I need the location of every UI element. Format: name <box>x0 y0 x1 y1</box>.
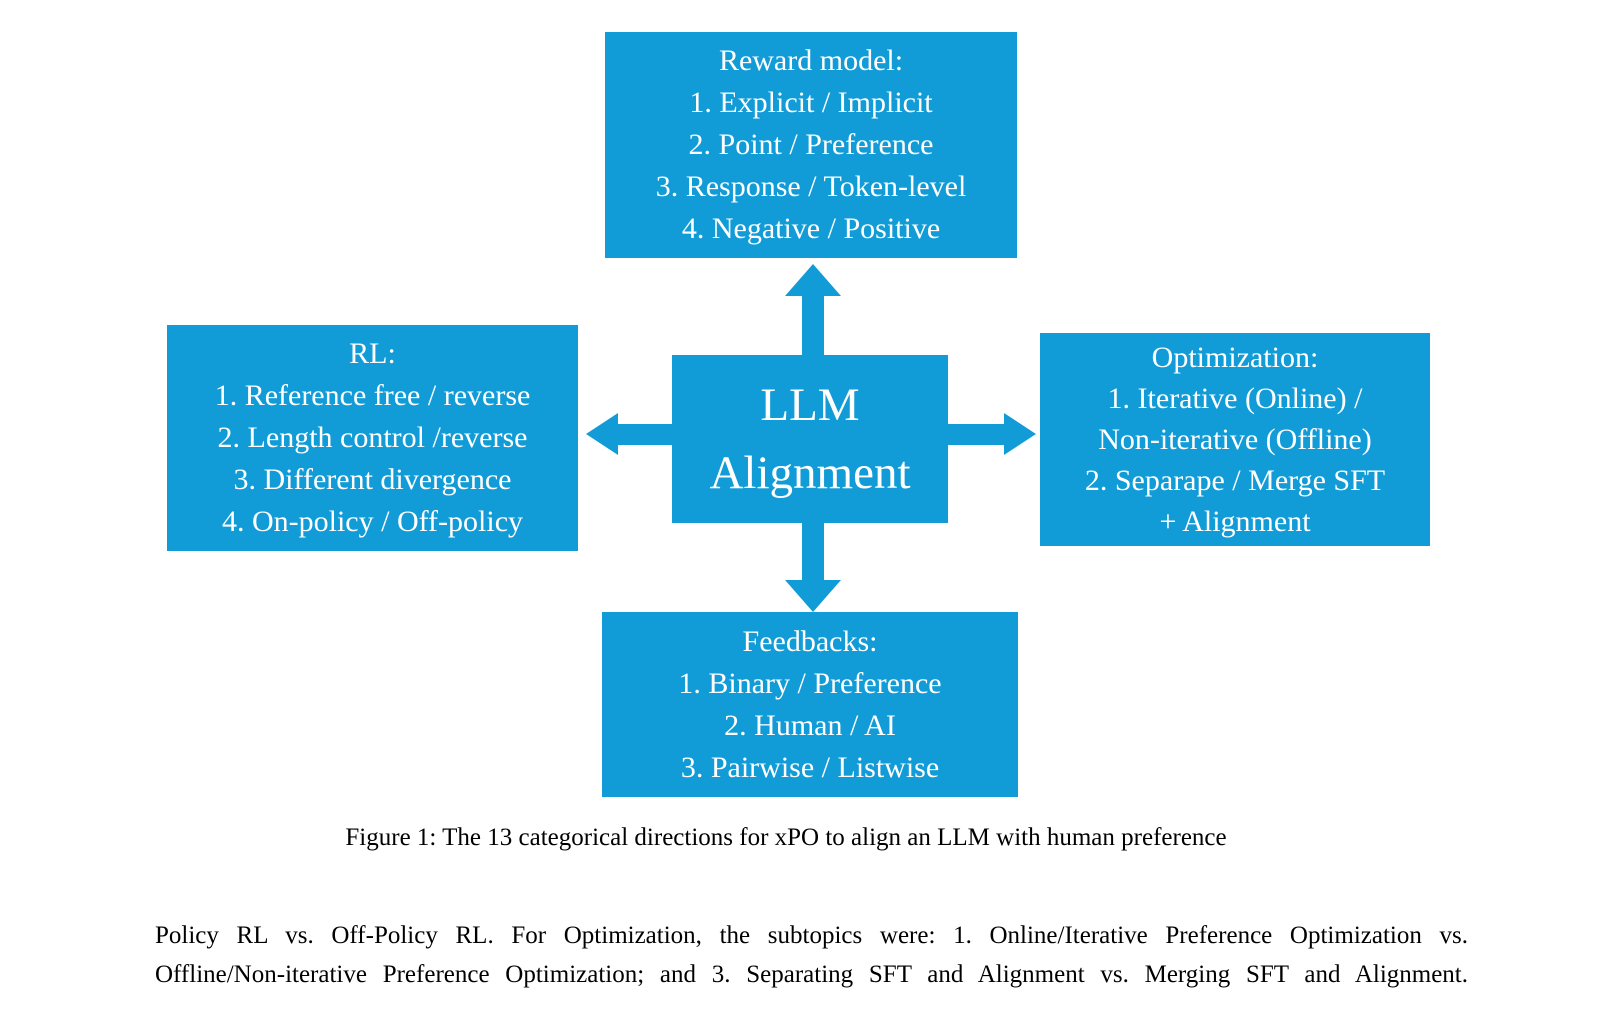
reward-model-item: 4. Negative / Positive <box>681 212 941 245</box>
down-arrow-head-icon <box>785 580 841 612</box>
feedbacks-item: 3. Pairwise / Listwise <box>680 750 940 784</box>
optimization-item: Non-iterative (Offline) <box>1098 423 1372 456</box>
down-arrow <box>802 523 824 581</box>
optimization-item: 2. Separape / Merge SFT <box>1084 464 1386 497</box>
reward-model-title: Reward model: <box>718 44 904 77</box>
up-arrow-head-icon <box>785 264 841 296</box>
reward-model-box: Reward model: 1. Explicit / Implicit 2. … <box>605 32 1017 258</box>
llm-alignment-line: Alignment <box>709 447 911 499</box>
body-paragraph: Policy RL vs. Off-Policy RL. For Optimiz… <box>155 916 1468 994</box>
reward-model-item: 3. Response / Token-level <box>655 170 967 203</box>
rl-item: 4. On-policy / Off-policy <box>221 505 524 538</box>
llm-alignment-line: LLM <box>760 379 860 431</box>
optimization-title: Optimization: <box>1151 341 1319 374</box>
left-arrow-head-icon <box>586 413 618 455</box>
optimization-box: Optimization: 1. Iterative (Online) / No… <box>1040 333 1430 546</box>
rl-box: RL: 1. Reference free / reverse 2. Lengt… <box>167 325 578 551</box>
optimization-item: 1. Iterative (Online) / <box>1107 382 1363 415</box>
body-text-line: Offline/Non-iterative Preference Optimiz… <box>155 961 1468 988</box>
rl-item: 3. Different divergence <box>233 463 512 496</box>
left-arrow <box>618 424 672 445</box>
reward-model-item: 1. Explicit / Implicit <box>689 86 933 119</box>
feedbacks-box: Feedbacks: 1. Binary / Preference 2. Hum… <box>602 612 1018 797</box>
rl-item: 2. Length control /reverse <box>217 421 528 454</box>
right-arrow-head-icon <box>1004 413 1036 455</box>
llm-alignment-box: LLM Alignment <box>672 355 948 523</box>
optimization-item: + Alignment <box>1159 505 1311 538</box>
up-arrow <box>802 294 824 355</box>
body-text-line: Policy RL vs. Off-Policy RL. For Optimiz… <box>155 922 1468 949</box>
reward-model-item: 2. Point / Preference <box>688 128 934 161</box>
feedbacks-item: 1. Binary / Preference <box>678 666 942 700</box>
rl-title: RL: <box>349 337 396 370</box>
rl-item: 1. Reference free / reverse <box>214 379 531 412</box>
right-arrow <box>948 424 1004 445</box>
feedbacks-title: Feedbacks: <box>742 624 878 658</box>
figure-caption: Figure 1: The 13 categorical directions … <box>345 824 1227 851</box>
feedbacks-item: 2. Human / AI <box>724 708 896 742</box>
